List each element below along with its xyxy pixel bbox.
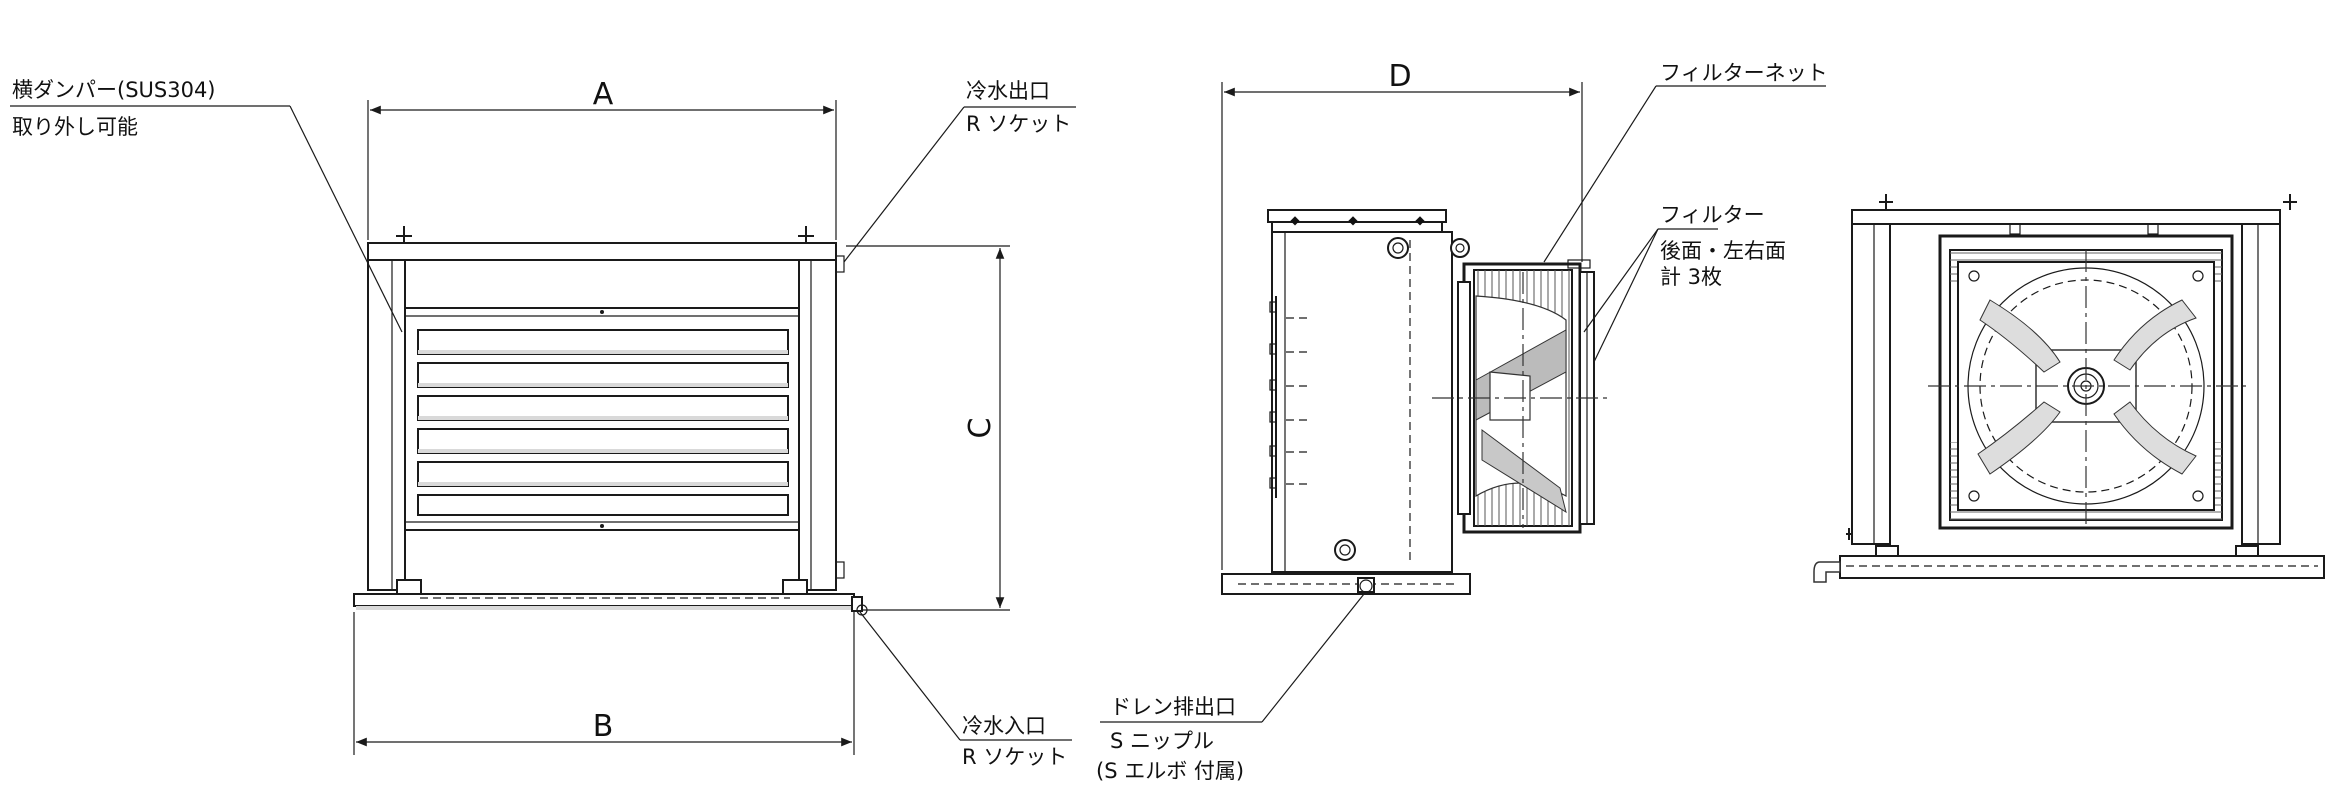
front-view: A B C: [353, 77, 1010, 755]
dimension-c-label: C: [963, 418, 998, 439]
drain-note1-label: S ニップル: [1110, 729, 1214, 753]
dimension-b-label: B: [593, 709, 614, 744]
damper-callout: 横ダンパー(SUS304) 取り外し可能: [10, 78, 403, 333]
filter-note2-label: 計 3枚: [1660, 265, 1722, 289]
svg-text:◆: ◆: [1415, 213, 1425, 227]
svg-text:◆: ◆: [1290, 213, 1300, 227]
damper-title-label: 横ダンパー(SUS304): [12, 78, 216, 102]
filter-net-callout: フィルターネット: [1543, 61, 1828, 263]
inlet-note-label: R ソケット: [962, 745, 1067, 769]
drain-callout: ドレン排出口 S ニップル (S エルボ 付属): [1096, 593, 1365, 783]
svg-text:◆: ◆: [1348, 213, 1358, 227]
outlet-callout: 冷水出口 R ソケット: [843, 79, 1076, 263]
drain-note2-label: (S エルボ 付属): [1096, 759, 1244, 783]
filter-net-label: フィルターネット: [1660, 61, 1828, 85]
outlet-note-label: R ソケット: [966, 112, 1071, 136]
side-fittings: [1269, 296, 1312, 498]
outlet-title-label: 冷水出口: [966, 79, 1050, 103]
rear-view: [1813, 194, 2325, 583]
drain-title-label: ドレン排出口: [1110, 695, 1236, 719]
side-view: ◆ ◆ ◆: [1221, 59, 1608, 595]
louver-blades: [417, 329, 789, 516]
filter-note1-label: 後面・左右面: [1660, 239, 1786, 263]
dimension-d-label: D: [1388, 59, 1411, 94]
filter-callout: フィルター 後面・左右面 計 3枚: [1583, 203, 1786, 363]
damper-note-label: 取り外し可能: [12, 115, 138, 139]
filter-title-label: フィルター: [1660, 203, 1765, 227]
dimension-a-label: A: [593, 77, 614, 112]
inlet-title-label: 冷水入口: [962, 714, 1046, 738]
inlet-callout: 冷水入口 R ソケット: [859, 611, 1072, 769]
